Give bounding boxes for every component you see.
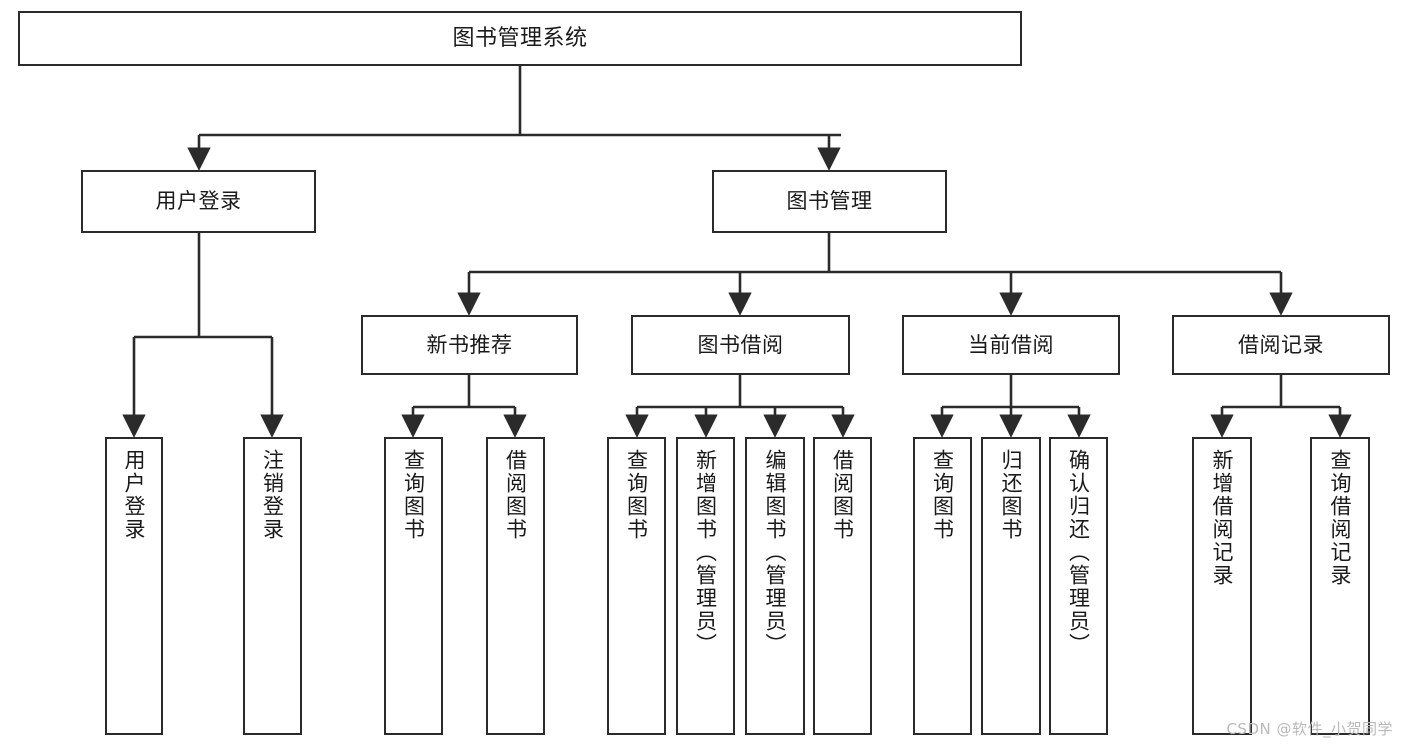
node-borrow-record[interactable]: 借阅记录	[1172, 315, 1390, 375]
node-user-login-label: 用户登录	[155, 189, 242, 214]
node-leaf-add-book[interactable]: 新增图书（管理员）	[676, 437, 735, 735]
node-leaf-logout[interactable]: 注销登录	[243, 437, 302, 735]
node-borrow-record-label: 借阅记录	[1238, 332, 1324, 357]
node-book-borrow-label: 图书借阅	[697, 332, 784, 357]
node-leaf-user-login[interactable]: 用户登录	[105, 437, 163, 735]
node-leaf-confirm-return-label: 确认归还（管理员）	[1066, 449, 1091, 656]
node-leaf-borrow-book-2[interactable]: 借阅图书	[813, 437, 872, 735]
node-new-book-recommend[interactable]: 新书推荐	[361, 315, 578, 375]
node-leaf-query-record[interactable]: 查询借阅记录	[1310, 437, 1370, 735]
node-root[interactable]: 图书管理系统	[18, 11, 1022, 66]
node-leaf-edit-book[interactable]: 编辑图书（管理员）	[745, 437, 805, 735]
node-leaf-query-book-3[interactable]: 查询图书	[913, 437, 972, 735]
node-leaf-query-record-label: 查询借阅记录	[1328, 449, 1353, 587]
node-new-book-recommend-label: 新书推荐	[426, 332, 513, 357]
node-leaf-query-book-1[interactable]: 查询图书	[384, 437, 443, 735]
node-book-manage[interactable]: 图书管理	[712, 170, 947, 233]
csdn-watermark: CSDN @软件_小贺同学	[1226, 720, 1393, 738]
node-leaf-borrow-book-2-label: 借阅图书	[830, 449, 855, 541]
node-leaf-query-book-3-label: 查询图书	[930, 449, 955, 541]
node-leaf-user-login-label: 用户登录	[122, 449, 147, 541]
node-leaf-query-book-2-label: 查询图书	[624, 449, 649, 541]
node-leaf-logout-label: 注销登录	[260, 449, 285, 541]
node-leaf-add-record-label: 新增借阅记录	[1210, 449, 1235, 587]
node-book-manage-label: 图书管理	[786, 189, 873, 214]
node-leaf-borrow-book-1[interactable]: 借阅图书	[486, 437, 545, 735]
node-leaf-borrow-book-1-label: 借阅图书	[503, 449, 528, 541]
node-leaf-return-book[interactable]: 归还图书	[981, 437, 1041, 735]
node-root-label: 图书管理系统	[452, 25, 588, 51]
node-book-borrow[interactable]: 图书借阅	[631, 315, 850, 375]
node-leaf-add-record[interactable]: 新增借阅记录	[1192, 437, 1252, 735]
node-current-borrow-label: 当前借阅	[968, 332, 1054, 357]
node-leaf-query-book-2[interactable]: 查询图书	[607, 437, 666, 735]
node-current-borrow[interactable]: 当前借阅	[902, 315, 1120, 375]
node-leaf-add-book-label: 新增图书（管理员）	[693, 449, 718, 656]
node-leaf-return-book-label: 归还图书	[999, 449, 1024, 541]
node-user-login[interactable]: 用户登录	[81, 170, 316, 233]
node-leaf-query-book-1-label: 查询图书	[401, 449, 426, 541]
node-leaf-edit-book-label: 编辑图书（管理员）	[763, 449, 788, 656]
node-leaf-confirm-return[interactable]: 确认归还（管理员）	[1049, 437, 1108, 735]
